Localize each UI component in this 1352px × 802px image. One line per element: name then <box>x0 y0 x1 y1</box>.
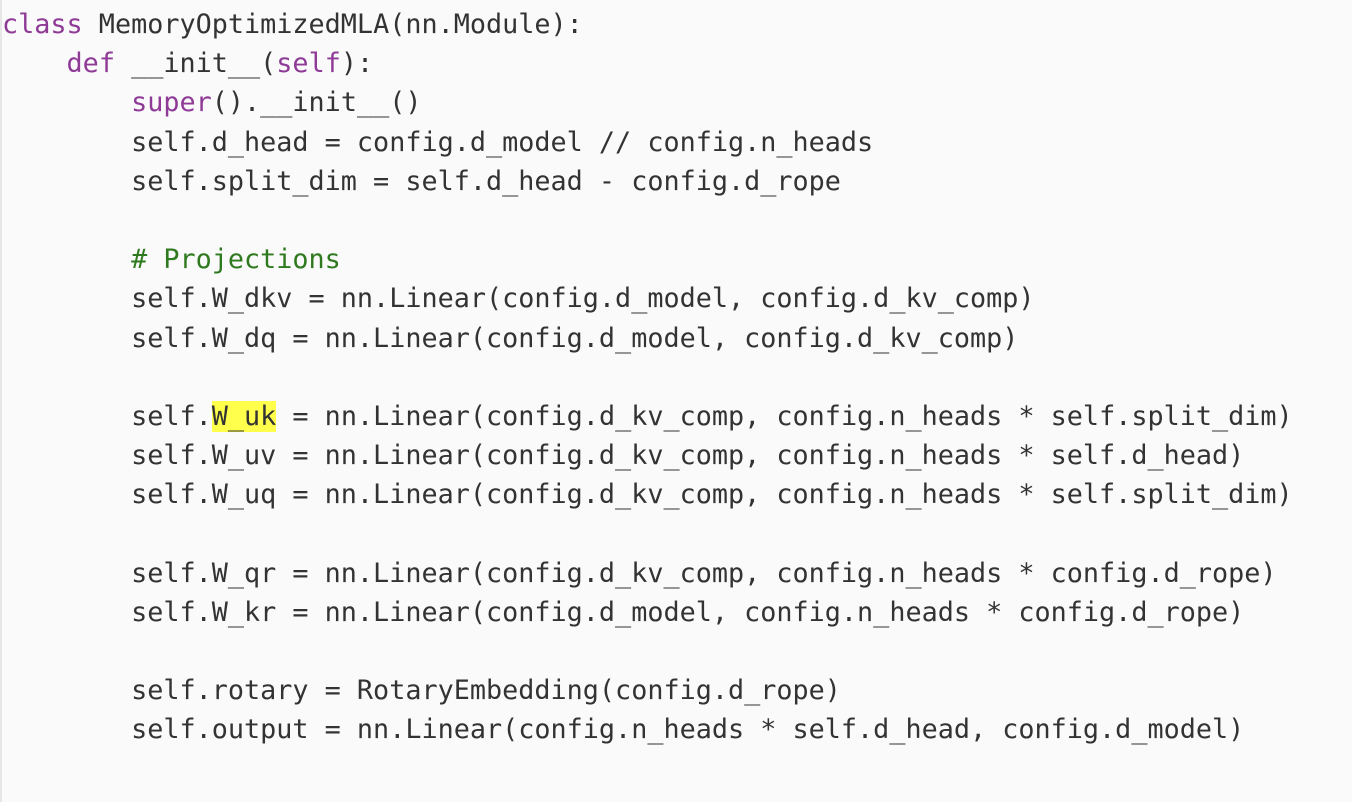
code-token <box>2 87 131 118</box>
code-line: self.W_dq = nn.Linear(config.d_model, co… <box>2 319 1352 358</box>
code-line <box>2 358 1352 397</box>
code-token: self.W_qr = nn.Linear(config.d_kv_comp, … <box>2 557 1277 589</box>
code-line: self.W_dkv = nn.Linear(config.d_model, c… <box>2 279 1352 318</box>
code-token: ().__init__() <box>211 87 422 119</box>
code-token: MemoryOptimizedMLA(nn.Module): <box>82 9 583 40</box>
code-token: = nn.Linear(config.d_kv_comp, config.n_h… <box>276 400 1293 432</box>
code-token <box>2 244 131 275</box>
code-token: self.split_dim = self.d_head - config.d_… <box>2 165 841 197</box>
code-line: self.output = nn.Linear(config.n_heads *… <box>2 710 1352 749</box>
code-token: ): <box>340 48 374 80</box>
code-line: self.W_uq = nn.Linear(config.d_kv_comp, … <box>2 475 1352 514</box>
code-line: def __init__(self): <box>2 44 1352 83</box>
code-line: self.W_uv = nn.Linear(config.d_kv_comp, … <box>2 436 1352 475</box>
keyword-token: class <box>2 9 83 40</box>
code-line: class MemoryOptimizedMLA(nn.Module): <box>2 5 1352 44</box>
keyword-token: super <box>131 87 212 119</box>
keyword-token: def <box>66 48 115 80</box>
keyword-token: self <box>276 48 341 80</box>
code-line: self.rotary = RotaryEmbedding(config.d_r… <box>2 671 1352 710</box>
code-token: __init__( <box>114 48 277 80</box>
code-line: self.W_uk = nn.Linear(config.d_kv_comp, … <box>2 397 1352 436</box>
code-line: super().__init__() <box>2 83 1352 122</box>
code-line: self.W_qr = nn.Linear(config.d_kv_comp, … <box>2 554 1352 593</box>
code-line: self.split_dim = self.d_head - config.d_… <box>2 162 1352 201</box>
code-token: self.d_head = config.d_model // config.n… <box>2 126 874 158</box>
code-line <box>2 514 1352 553</box>
code-line: self.d_head = config.d_model // config.n… <box>2 123 1352 162</box>
code-token: self.output = nn.Linear(config.n_heads *… <box>2 714 1245 746</box>
code-token: self.W_uq = nn.Linear(config.d_kv_comp, … <box>2 479 1293 511</box>
code-line <box>2 632 1352 671</box>
code-token: self.W_dq = nn.Linear(config.d_model, co… <box>2 322 1019 354</box>
code-token: self.W_kr = nn.Linear(config.d_model, co… <box>2 596 1245 628</box>
code-line: # Projections <box>2 240 1352 279</box>
highlighted-token: W_uk <box>211 400 277 432</box>
code-token: self.W_uv = nn.Linear(config.d_kv_comp, … <box>2 440 1245 472</box>
code-token: self.W_dkv = nn.Linear(config.d_model, c… <box>2 283 1035 315</box>
code-token: self. <box>2 400 212 432</box>
code-token <box>2 48 67 79</box>
code-block: class MemoryOptimizedMLA(nn.Module): def… <box>2 0 1352 750</box>
code-line: self.W_kr = nn.Linear(config.d_model, co… <box>2 593 1352 632</box>
code-token: self.rotary = RotaryEmbedding(config.d_r… <box>2 675 841 707</box>
code-line <box>2 201 1352 240</box>
comment-token: # Projections <box>131 244 341 276</box>
